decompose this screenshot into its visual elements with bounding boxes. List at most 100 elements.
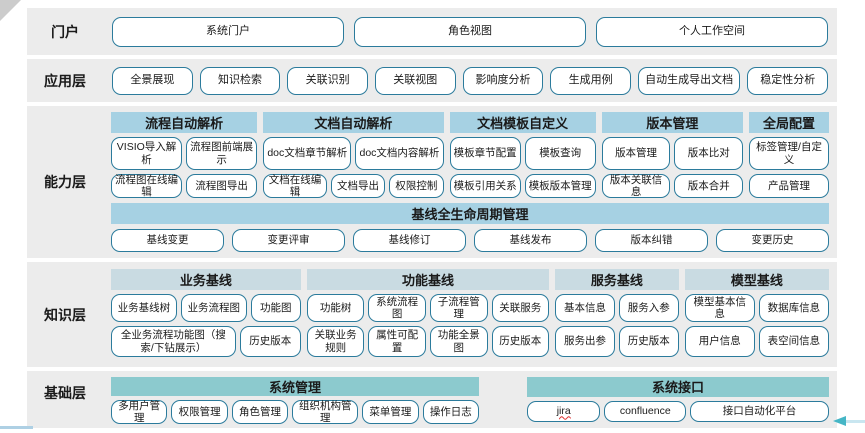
capability-box: VISIO导入解析	[111, 137, 183, 170]
capability-box: 模板查询	[524, 137, 596, 170]
capability-box: 版本管理	[601, 137, 671, 170]
group-header: 服务基线	[555, 269, 679, 290]
group-system-interface: 系统接口 jira confluence 接口自动化平台	[527, 377, 829, 422]
arrow-tail	[845, 420, 865, 423]
foundation-box: 组织机构管理	[292, 400, 359, 424]
knowledge-box: 关联服务	[491, 294, 550, 322]
foundation-box-confluence: confluence	[604, 400, 687, 422]
group-header: 版本管理	[601, 112, 744, 133]
layer-foundation: 基础层 系统管理 多用户管理 权限管理 角色管理 组织机构管理 菜单管理 操作日…	[27, 371, 837, 428]
group-function-baseline: 功能基线 功能树 系统流程图 子流程管理 关联服务 关联业务规则 属性可配置 功…	[306, 269, 550, 357]
group-header: 文档模板自定义	[449, 112, 596, 133]
group-business-baseline: 业务基线 业务基线树 业务流程图 功能图 全业务流程功能图（搜索/下钻展示） 历…	[111, 269, 301, 357]
baseline-box: 基线变更	[111, 229, 224, 252]
group-global-config: 全局配置 标签管理/自定义 产品管理	[749, 112, 829, 198]
capability-layer-label: 能力层	[44, 174, 86, 190]
capability-box: 版本关联信息	[601, 174, 671, 198]
baseline-box: 版本纠错	[595, 229, 708, 252]
group-service-baseline: 服务基线 基本信息 服务入参 服务出参 历史版本	[555, 269, 679, 357]
application-layer-label: 应用层	[44, 72, 86, 89]
knowledge-box: 业务基线树	[111, 294, 177, 322]
capability-box: 流程图在线编辑	[111, 174, 183, 198]
capability-box: 文档在线编辑	[263, 174, 327, 198]
knowledge-box: 用户信息	[684, 326, 755, 357]
app-box: 全景展现	[112, 66, 193, 95]
knowledge-box: 历史版本	[491, 326, 550, 357]
foundation-box: 菜单管理	[362, 400, 419, 424]
app-box: 自动生成导出文档	[637, 66, 741, 95]
baseline-boxes: 基线变更 变更评审 基线修订 基线发布 版本纠错 变更历史	[111, 229, 829, 252]
knowledge-box: 模型基本信息	[684, 294, 755, 322]
group-header: 业务基线	[111, 269, 301, 290]
capability-box: doc文档章节解析	[263, 137, 352, 170]
knowledge-box: 表空间信息	[758, 326, 829, 357]
app-box: 关联视图	[374, 66, 456, 95]
group-doc-auto-parse: 文档自动解析 doc文档章节解析 doc文档内容解析 文档在线编辑 文档导出 权…	[263, 112, 444, 198]
portal-layer-label: 门户	[51, 23, 79, 40]
portal-box-personal-workspace: 个人工作空间	[596, 16, 828, 47]
knowledge-box: 历史版本	[618, 326, 679, 357]
group-header: 系统管理	[111, 377, 479, 396]
knowledge-boxes: 业务基线 业务基线树 业务流程图 功能图 全业务流程功能图（搜索/下钻展示） 历…	[103, 262, 837, 367]
group-version-management: 版本管理 版本管理 版本比对 版本关联信息 版本合并	[601, 112, 744, 198]
capability-boxes: 流程自动解析 VISIO导入解析 流程图前端展示 流程图在线编辑 流程图导出 文…	[103, 106, 837, 258]
foundation-layer-label: 基础层	[44, 385, 86, 401]
group-process-auto-parse: 流程自动解析 VISIO导入解析 流程图前端展示 流程图在线编辑 流程图导出	[111, 112, 258, 198]
knowledge-groups: 业务基线 业务基线树 业务流程图 功能图 全业务流程功能图（搜索/下钻展示） 历…	[111, 269, 829, 357]
layer-application: 应用层 全景展现 知识检索 关联识别 关联视图 影响度分析 生成用例 自动生成导…	[27, 59, 837, 102]
capability-box: 标签管理/自定义	[749, 137, 829, 170]
knowledge-box: 子流程管理	[429, 294, 488, 322]
knowledge-box: 服务出参	[555, 326, 615, 357]
portal-box-role-view: 角色视图	[354, 16, 586, 47]
foundation-box: 操作日志	[422, 400, 480, 424]
capability-groups: 流程自动解析 VISIO导入解析 流程图前端展示 流程图在线编辑 流程图导出 文…	[111, 112, 829, 198]
layer-portal: 门户 系统门户 角色视图 个人工作空间	[27, 8, 837, 55]
portal-boxes: 系统门户 角色视图 个人工作空间	[103, 8, 837, 55]
knowledge-box: 功能图	[250, 294, 301, 322]
jira-label: jira	[556, 405, 571, 418]
layer-knowledge: 知识层 业务基线 业务基线树 业务流程图 功能图 全业务流程功能图（搜索/下钻展…	[27, 262, 837, 367]
foundation-box: 权限管理	[171, 400, 228, 424]
knowledge-box: 关联业务规则	[306, 326, 365, 357]
capability-box: 模板引用关系	[449, 174, 521, 198]
app-box: 关联识别	[287, 66, 368, 95]
capability-box: 版本比对	[674, 137, 744, 170]
foundation-box: 角色管理	[231, 400, 289, 424]
application-boxes: 全景展现 知识检索 关联识别 关联视图 影响度分析 生成用例 自动生成导出文档 …	[103, 59, 837, 102]
group-header: 模型基线	[684, 269, 829, 290]
group-header: 文档自动解析	[263, 112, 444, 133]
knowledge-box: 服务入参	[618, 294, 679, 322]
knowledge-layer-label: 知识层	[44, 306, 86, 323]
baseline-box: 基线修订	[353, 229, 466, 252]
foundation-box: 多用户管理	[111, 400, 168, 424]
knowledge-box: 功能全景图	[429, 326, 488, 357]
knowledge-box: 数据库信息	[758, 294, 829, 322]
knowledge-box: 历史版本	[239, 326, 301, 357]
capability-box: 流程图导出	[186, 174, 258, 198]
knowledge-box: 属性可配置	[368, 326, 426, 357]
capability-box: 产品管理	[749, 174, 829, 198]
group-header: 功能基线	[306, 269, 550, 290]
baseline-lifecycle-header: 基线全生命周期管理	[111, 203, 829, 225]
app-box: 生成用例	[550, 66, 631, 95]
layer-capability: 能力层 流程自动解析 VISIO导入解析 流程图前端展示 流程图在线编辑 流程图…	[27, 106, 837, 258]
capability-box: 模板章节配置	[449, 137, 521, 170]
bottom-edge-line	[0, 426, 33, 429]
group-header: 系统接口	[527, 377, 829, 397]
capability-box: 文档导出	[330, 174, 386, 198]
app-box: 稳定性分析	[747, 66, 829, 95]
group-model-baseline: 模型基线 模型基本信息 数据库信息 用户信息 表空间信息	[684, 269, 829, 357]
left-arrow-icon	[833, 416, 846, 426]
knowledge-box: 系统流程图	[368, 294, 426, 322]
foundation-box-jira: jira	[527, 400, 601, 422]
capability-box: 权限控制	[389, 174, 444, 198]
group-system-management: 系统管理 多用户管理 权限管理 角色管理 组织机构管理 菜单管理 操作日志	[111, 377, 480, 424]
foundation-boxes: 系统管理 多用户管理 权限管理 角色管理 组织机构管理 菜单管理 操作日志 系统…	[103, 371, 837, 428]
baseline-box: 基线发布	[474, 229, 587, 252]
capability-box: 版本合并	[674, 174, 744, 198]
knowledge-box: 全业务流程功能图（搜索/下钻展示）	[111, 326, 236, 357]
capability-box: 流程图前端展示	[186, 137, 258, 170]
baseline-box: 变更历史	[716, 229, 829, 252]
knowledge-box: 基本信息	[555, 294, 615, 322]
